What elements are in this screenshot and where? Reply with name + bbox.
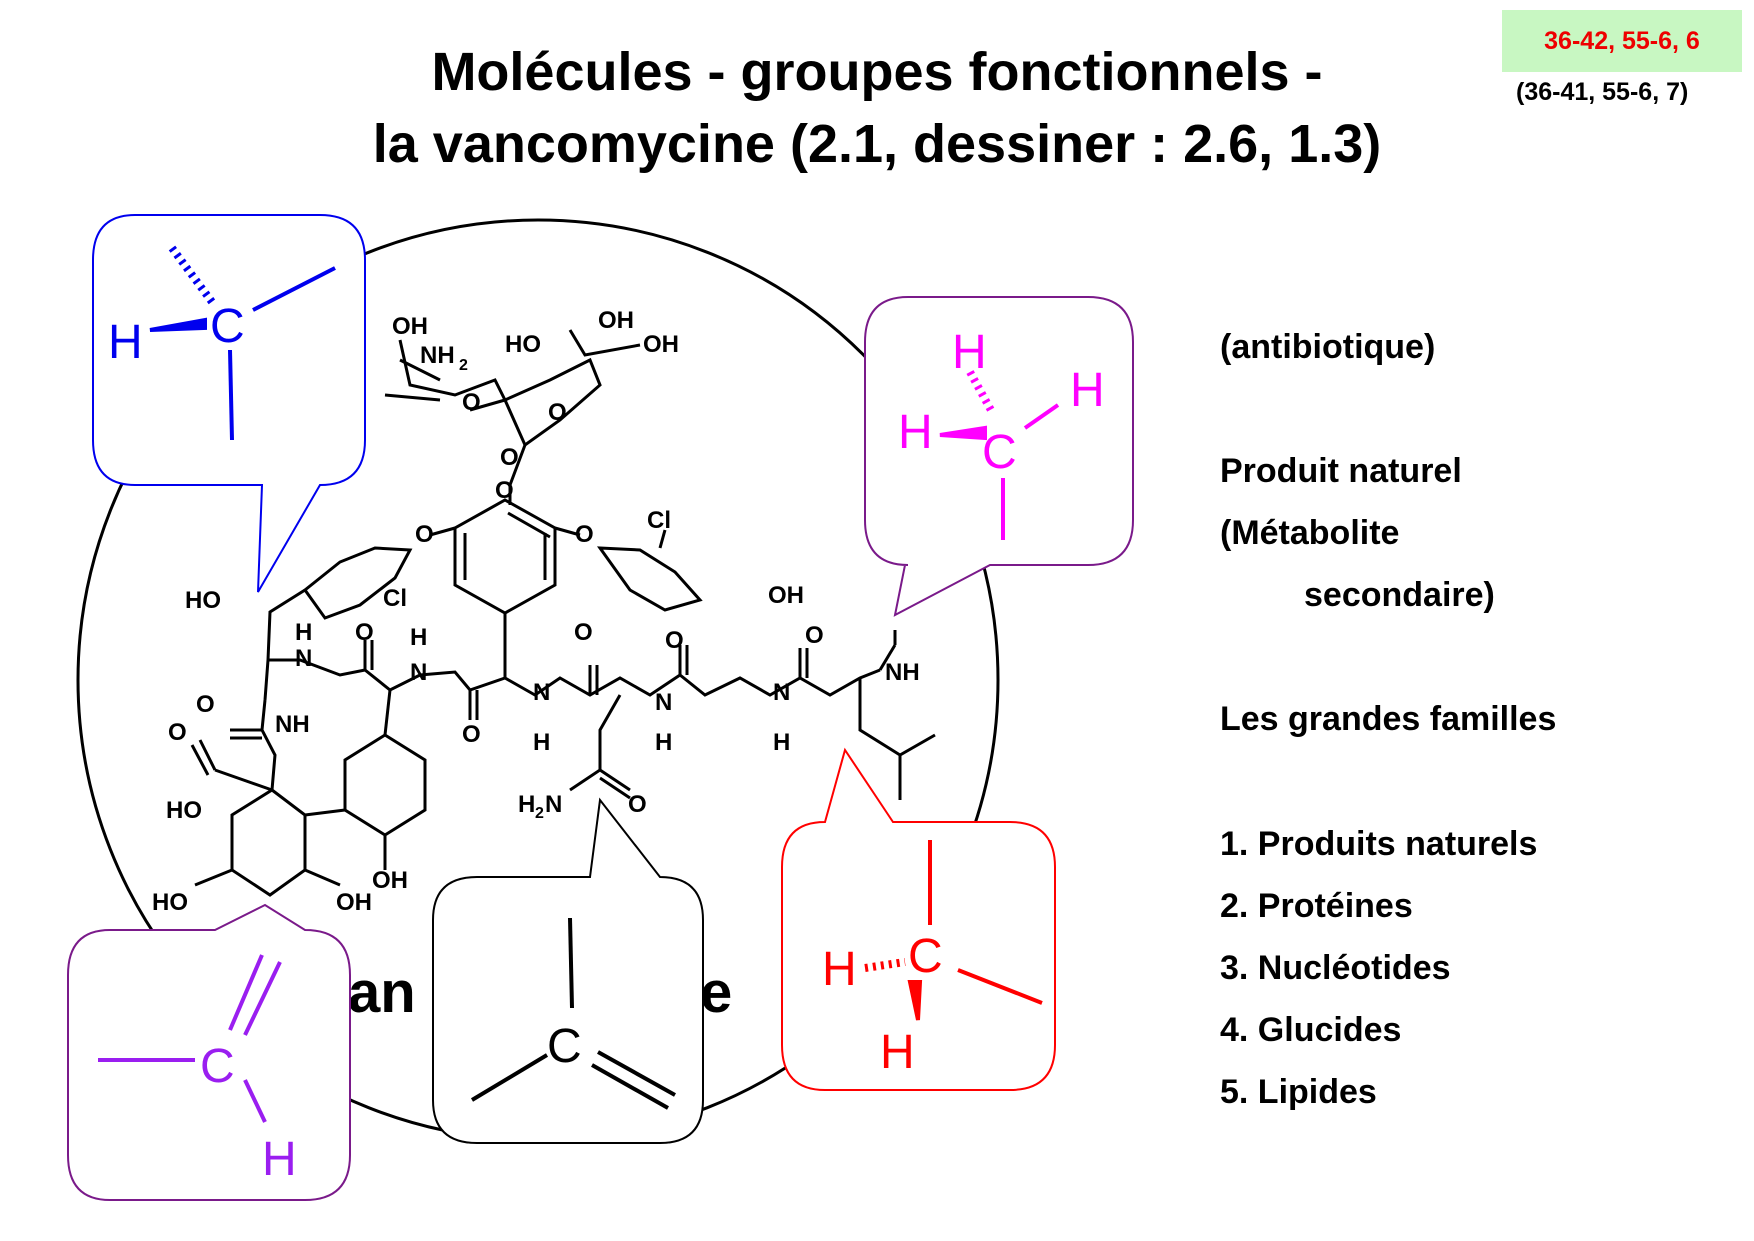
atom-label: H (518, 791, 535, 818)
atom-label: HO (185, 587, 221, 614)
atom-label: H (952, 326, 987, 379)
atom-label: HO (505, 331, 541, 358)
atom-label: C (982, 426, 1017, 479)
atom-label: O (574, 619, 593, 646)
atom-label: O (495, 477, 514, 504)
atom-label: O (628, 791, 647, 818)
bubble-outline (92, 214, 366, 593)
atom-label: H (655, 729, 672, 756)
label-antibiotic: (antibiotique) (1220, 328, 1436, 366)
title-line-1: Molécules - groupes fonctionnels - (431, 42, 1323, 102)
atom-label: OH (392, 313, 428, 340)
atom-label: H (898, 406, 933, 459)
atom-label: 2 (459, 357, 468, 374)
atom-label: O (805, 622, 824, 649)
atom-label: H (1070, 364, 1105, 417)
label-secondary: secondaire) (1304, 576, 1495, 614)
family-item: 5. Lipides (1220, 1073, 1377, 1111)
atom-label: OH (768, 582, 804, 609)
atom-label: N (773, 679, 790, 706)
atom-label: H (108, 316, 143, 369)
atom-label: C (908, 930, 943, 983)
atom-label: O (462, 721, 481, 748)
atom-label: NH (885, 659, 920, 686)
reference-highlight: 36-42, 55-6, 6 (1502, 10, 1742, 72)
atom-label: H (822, 943, 857, 996)
atom-label: Cl (383, 585, 407, 612)
atom-label: C (200, 1040, 235, 1093)
bubble-red: H C H (781, 747, 1056, 1091)
atom-label: H (773, 729, 790, 756)
molecule-skeleton (190, 329, 936, 897)
atom-label: H (533, 729, 550, 756)
atom-label: Cl (647, 507, 671, 534)
atom-label: O (415, 521, 434, 548)
family-item: 3. Nucléotides (1220, 949, 1451, 987)
bubble-black: C (432, 797, 704, 1144)
atom-label: C (210, 300, 245, 353)
molecule-name-fragment: e (700, 960, 732, 1025)
atom-label: OH (336, 889, 372, 916)
atom-label: H (880, 1026, 915, 1079)
atom-label: O (665, 627, 684, 654)
page-title: Molécules - groupes fonctionnels - la va… (0, 36, 1754, 180)
atom-label: N (545, 791, 562, 818)
family-item: 4. Glucides (1220, 1011, 1402, 1049)
atom-label: O (548, 399, 567, 426)
atom-label: H (410, 624, 427, 651)
atom-label: O (196, 691, 215, 718)
bubble-purple: C H (67, 903, 351, 1201)
atom-label: O (168, 719, 187, 746)
atom-label: H (262, 1133, 297, 1186)
title-line-2: la vancomycine (2.1, dessiner : 2.6, 1.3… (372, 114, 1382, 174)
atom-label: H (295, 619, 312, 646)
atom-labels: OH NH 2 HO OH OH O O O O O O Cl Cl HO OH… (152, 307, 920, 916)
atom-label: OH (372, 867, 408, 894)
reference-secondary: (36-41, 55-6, 7) (1516, 78, 1689, 106)
families-heading: Les grandes familles (1220, 700, 1557, 738)
bubble-outline (864, 296, 1134, 617)
molecule-name-fragment: an (348, 960, 416, 1025)
atom-label: O (462, 389, 481, 416)
atom-label: O (500, 444, 519, 471)
atom-label: HO (152, 889, 188, 916)
atom-label: C (547, 1020, 582, 1073)
bubble-outline (781, 747, 1056, 1091)
atom-label: N (410, 659, 427, 686)
atom-label: HO (166, 797, 202, 824)
bubble-outline (432, 797, 704, 1144)
family-item: 1. Produits naturels (1220, 825, 1538, 863)
family-item: 2. Protéines (1220, 887, 1413, 925)
atom-label: OH (643, 331, 679, 358)
atom-label: O (355, 619, 374, 646)
atom-label: 2 (535, 805, 544, 822)
bubble-blue: H C (92, 214, 366, 593)
atom-label: OH (598, 307, 634, 334)
atom-label: N (295, 645, 312, 672)
label-natural-product: Produit naturel (1220, 452, 1462, 490)
atom-label: NH (420, 342, 455, 369)
label-metabolite: (Métabolite (1220, 514, 1400, 552)
bubble-magenta: H H H C (864, 296, 1134, 617)
atom-label: NH (275, 711, 310, 738)
atom-label: O (575, 521, 594, 548)
atom-label: N (533, 679, 550, 706)
atom-label: N (655, 689, 672, 716)
bubble-outline (67, 903, 351, 1201)
